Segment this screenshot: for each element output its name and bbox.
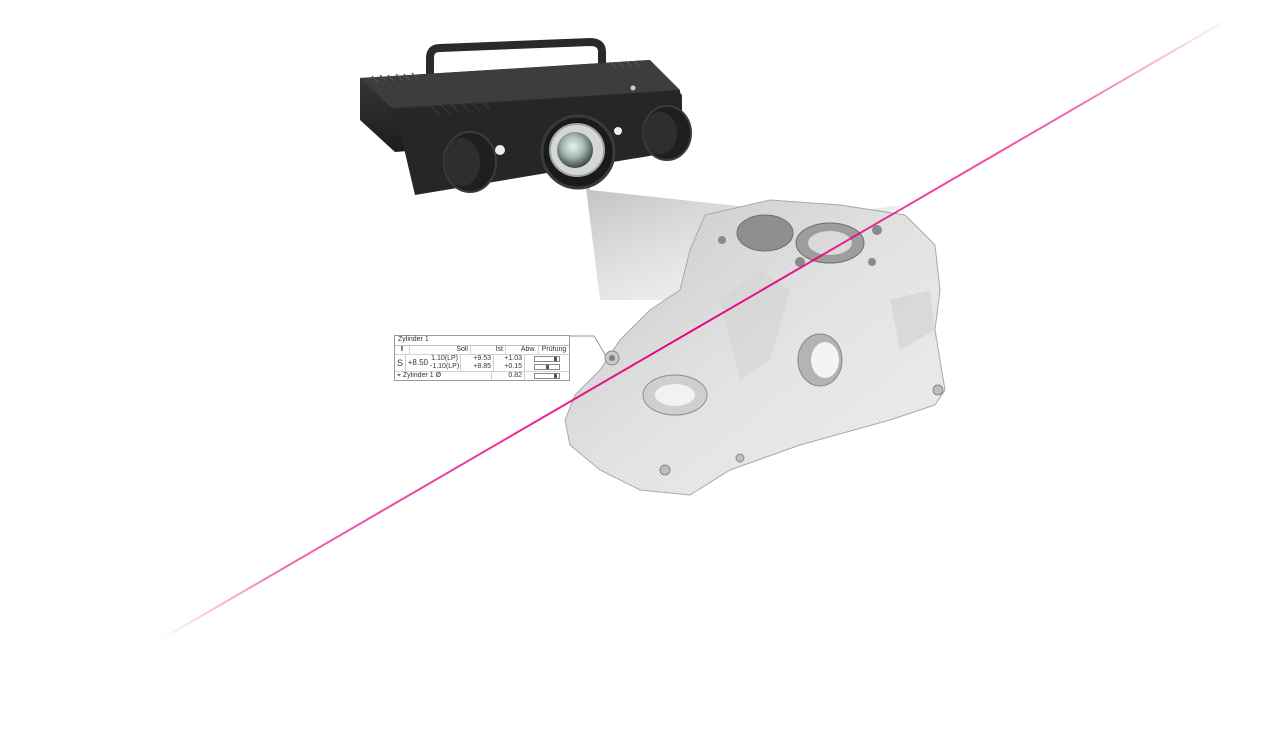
abw-value: +0.15 (494, 363, 525, 371)
header-abw: Abw. (506, 346, 539, 354)
footer-name: ⌖ Zylinder 1 Ø (395, 372, 492, 380)
table-row: 1.10(LP) +9.53 +1.03 (430, 355, 569, 363)
table-title: Zylinder 1 (395, 336, 569, 346)
check-bar-track (534, 373, 560, 379)
crosshair-icon: ⌖ (397, 372, 401, 379)
footer-row: ⌖ Zylinder 1 Ø 0.82 (395, 372, 569, 380)
measurement-callout-table: Zylinder 1 ǁ Soll Ist Abw. Prüfung S +8.… (394, 335, 570, 381)
feature-symbol: S (395, 355, 406, 371)
table-row: -1.10(LP) +8.85 +0.15 (430, 363, 569, 371)
header-pruefung: Prüfung (541, 346, 567, 353)
tolerance-lower: -1.10(LP) (430, 363, 461, 371)
tolerance-upper: 1.10(LP) (430, 355, 461, 363)
table-header-row: ǁ Soll Ist Abw. Prüfung (395, 346, 569, 355)
feature-nominal: +8.50 (407, 358, 428, 367)
check-indicator (525, 363, 569, 371)
check-indicator (525, 372, 569, 380)
ist-value: +8.85 (461, 363, 494, 371)
check-bar-fill (554, 374, 557, 378)
abw-value: +1.03 (494, 355, 525, 363)
check-indicator (525, 355, 569, 363)
callout-leader (568, 335, 607, 357)
header-soll: Soll (410, 346, 471, 354)
3d-scanner-device (360, 37, 692, 195)
check-bar-fill (546, 365, 549, 369)
header-ist: Ist (471, 346, 506, 354)
header-id-symbol: ǁ (395, 346, 410, 354)
ist-value: +9.53 (461, 355, 494, 363)
footer-label: Zylinder 1 Ø (402, 372, 442, 379)
footer-value: 0.82 (492, 372, 525, 380)
check-bar-fill (554, 357, 557, 361)
feature-group: S +8.50 1.10(LP) +9.53 +1.03 -1.10(LP) +… (395, 355, 569, 372)
check-bar-track (534, 356, 560, 362)
gearbox-housing-part (564, 199, 946, 496)
check-bar-track (534, 364, 560, 370)
laser-line (159, 17, 1231, 641)
